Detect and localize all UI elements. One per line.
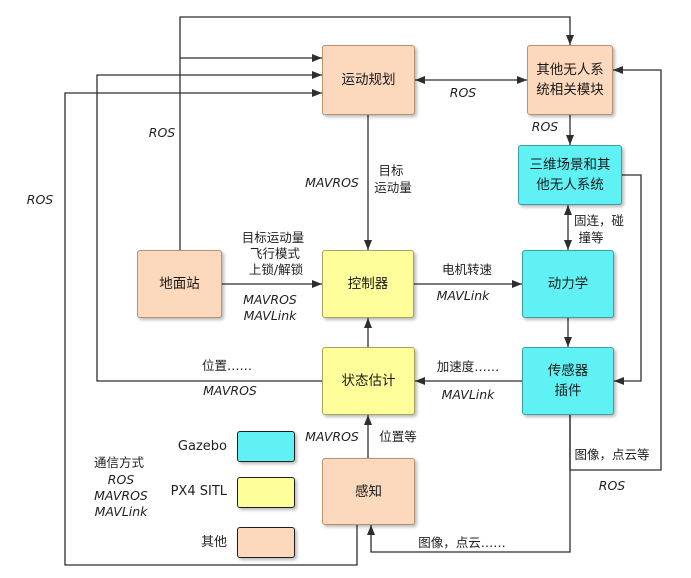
edge-ground-station-to-other-modules bbox=[179, 16, 574, 250]
edge-label-content: 位置等 bbox=[379, 429, 417, 444]
edge-label-content: 上锁/解锁 bbox=[248, 262, 304, 277]
node-label-line: 插件 bbox=[554, 383, 582, 399]
edge-label-protocol: MAVROS bbox=[203, 383, 257, 398]
edge-label-protocol: MAVROS bbox=[243, 292, 297, 307]
edge-label-content: 图像，点云…… bbox=[418, 535, 506, 550]
edge-label-protocol: MAVROS bbox=[305, 429, 359, 444]
node-label-line: 传感器 bbox=[547, 363, 589, 379]
node-motion-planning: 运动规划 bbox=[322, 45, 415, 115]
legend-swatch-other bbox=[237, 527, 295, 558]
edge-label-protocol: MAVLink bbox=[436, 288, 490, 303]
edge-label-content: 加速度…… bbox=[436, 359, 500, 374]
edge-label-protocol: MAVLink bbox=[243, 308, 297, 323]
legend-communication-title: 通信方式 bbox=[93, 455, 145, 470]
edge-label-content: 位置…… bbox=[201, 358, 253, 373]
edge-label-content: 运动量 bbox=[374, 180, 412, 195]
edge-label-protocol: ROS bbox=[26, 192, 54, 207]
node-label: 状态估计 bbox=[341, 373, 396, 389]
legend-swatch-gazebo bbox=[237, 431, 295, 462]
edge-label-protocol: ROS bbox=[598, 478, 626, 493]
edge-label-protocol: ROS bbox=[531, 119, 559, 134]
edge-sensor-to-perception bbox=[367, 415, 571, 553]
edge-label-protocol: ROS bbox=[449, 85, 477, 100]
edge-label-content: 目标运动量 bbox=[241, 230, 305, 245]
node-perception: 感知 bbox=[322, 458, 415, 525]
edge-perception-to-motion-planning bbox=[64, 89, 358, 566]
edge-label-content: 电机转速 bbox=[441, 262, 493, 277]
node-3d-scene-and-other-uav: 三维场景和其 他无人系统 bbox=[518, 145, 622, 205]
edge-label-protocol: ROS bbox=[148, 125, 176, 140]
node-label: 地面站 bbox=[159, 276, 200, 292]
edge-state-estimation-to-motion-planning bbox=[96, 71, 322, 382]
edge-label-content: 飞行模式 bbox=[249, 246, 301, 261]
legend-label-gazebo: Gazebo bbox=[177, 439, 227, 454]
edge-label-protocol: MAVROS bbox=[305, 175, 359, 190]
node-state-estimation: 状态估计 bbox=[322, 347, 415, 415]
node-label: 感知 bbox=[355, 483, 382, 500]
edge-scene-to-sensor bbox=[614, 174, 642, 385]
node-label: 运动规划 bbox=[341, 72, 396, 88]
node-ground-station: 地面站 bbox=[137, 250, 222, 318]
node-dynamics: 动力学 bbox=[522, 250, 614, 318]
edge-label-content: 撞等 bbox=[578, 230, 604, 245]
legend-label-px4-sitl: PX4 SITL bbox=[170, 484, 227, 499]
edge-label-content: 图像，点云等 bbox=[574, 447, 650, 462]
legend-label-other: 其他 bbox=[200, 535, 227, 550]
edge-label-protocol: MAVLink bbox=[441, 387, 495, 402]
edge-label-content: 固连，碰 bbox=[573, 213, 625, 228]
node-label-line: 他无人系统 bbox=[536, 177, 604, 193]
legend-swatch-px4-sitl bbox=[237, 477, 295, 508]
edge-label-content: 目标 bbox=[378, 163, 404, 178]
node-label-line: 统相关模块 bbox=[536, 82, 604, 98]
node-other-uav-modules: 其他无人系 统相关模块 bbox=[527, 45, 613, 115]
node-sensor-plugin: 传感器 插件 bbox=[522, 347, 614, 415]
node-label-line: 其他无人系 bbox=[536, 62, 604, 78]
node-label: 控制器 bbox=[347, 276, 389, 292]
node-label: 动力学 bbox=[547, 276, 589, 292]
legend-communication-item: MAVLink bbox=[94, 504, 148, 519]
node-label-line: 三维场景和其 bbox=[529, 157, 611, 173]
legend-communication-item: MAVROS bbox=[94, 488, 148, 503]
node-controller: 控制器 bbox=[322, 250, 414, 318]
legend-communication-item: ROS bbox=[107, 472, 135, 487]
